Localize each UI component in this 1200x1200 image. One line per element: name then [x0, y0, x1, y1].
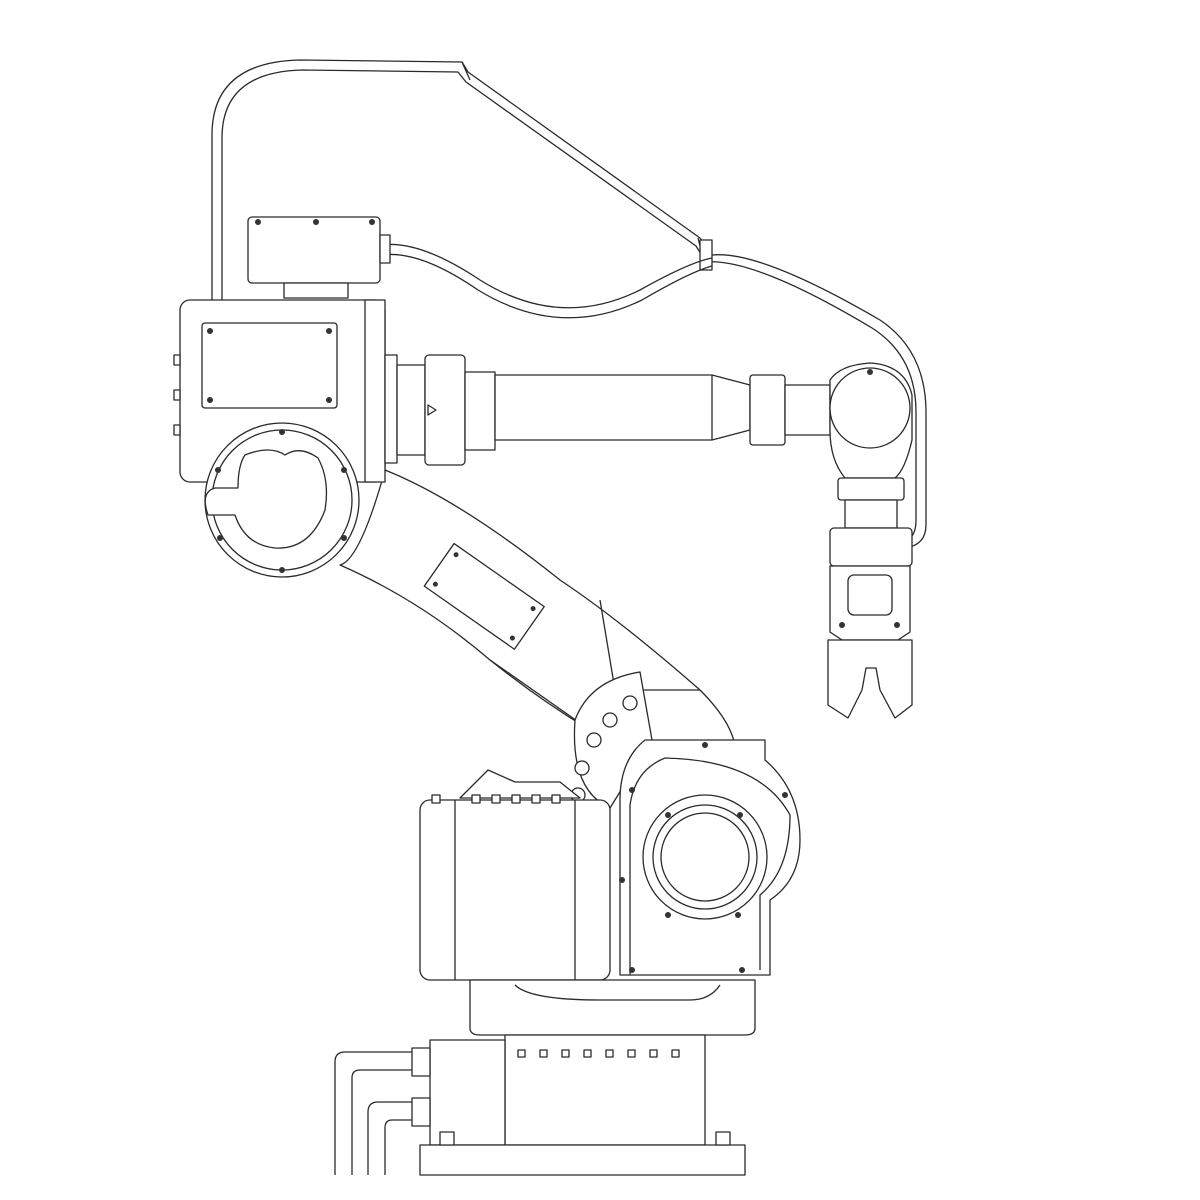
gripper: [827, 565, 913, 719]
turntable: [469, 979, 756, 1036]
pedestal: [334, 1034, 746, 1176]
shoulder-housing: [173, 299, 386, 483]
upper-cable: [211, 59, 927, 549]
shoulder-nameplate: [201, 322, 338, 409]
wrist: [829, 362, 913, 567]
shoulder-disk: [204, 422, 360, 578]
junction-box: [247, 216, 391, 299]
base-housing: [619, 739, 801, 976]
cable-clamp: [699, 239, 713, 271]
upper-arm: [384, 354, 831, 466]
lower-arm: [339, 469, 737, 809]
base-motor-box: [419, 769, 611, 981]
arm-nameplate: [423, 542, 545, 650]
lower-cable: [381, 243, 713, 319]
